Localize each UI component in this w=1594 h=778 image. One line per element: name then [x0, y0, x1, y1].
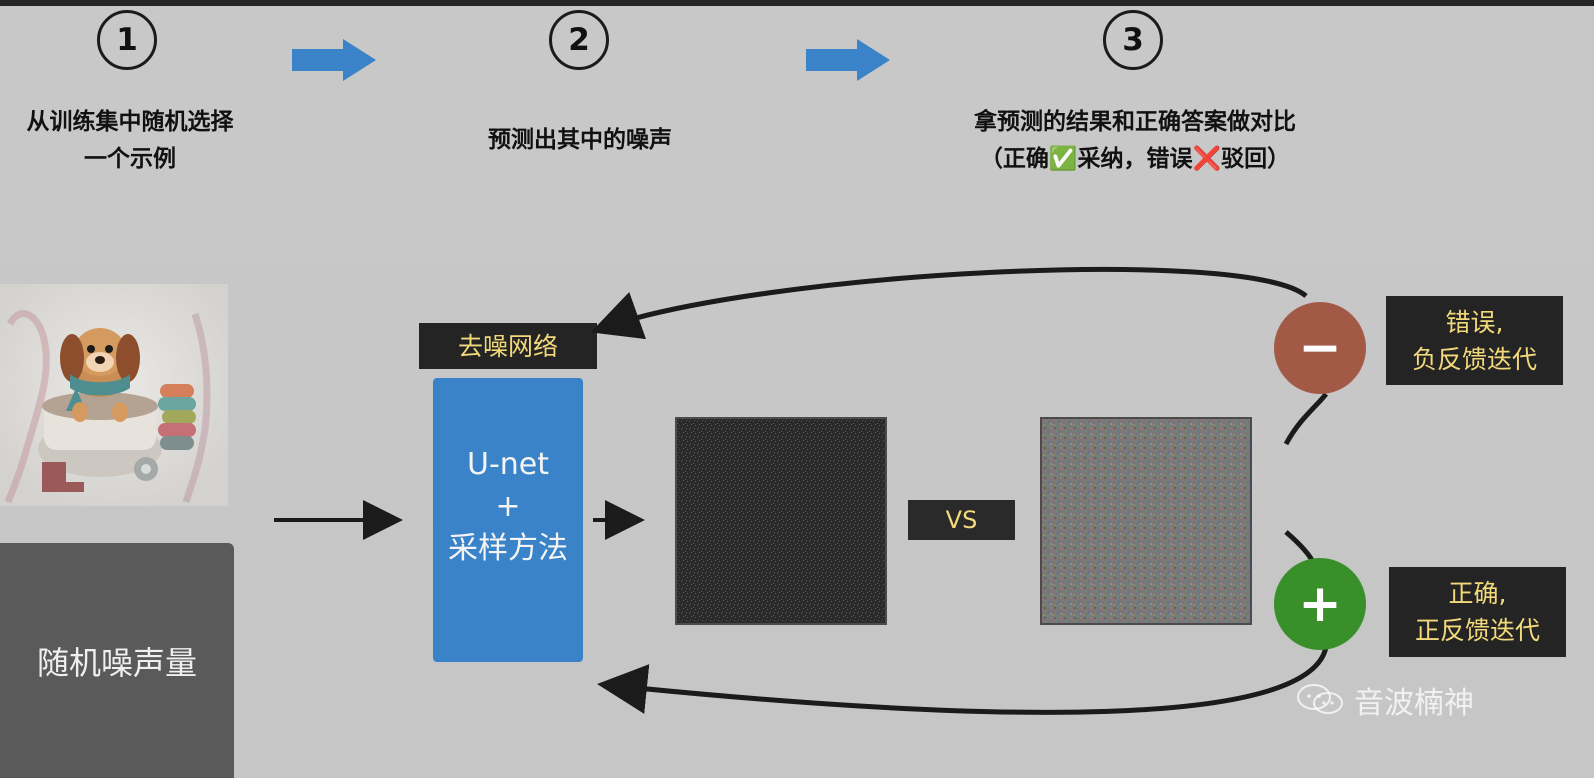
noise-amount-box: 随机噪声量	[0, 543, 234, 778]
predicted-noise-image	[675, 417, 887, 625]
step-1-text: 从训练集中随机选择 一个示例	[10, 104, 250, 178]
vs-label: VS	[908, 500, 1015, 540]
vs-text: VS	[945, 506, 978, 534]
step-2-circle: 2	[549, 10, 609, 70]
network-title-label: 去噪网络	[419, 323, 597, 369]
positive-feedback-arrow	[597, 646, 1329, 715]
step-2-number: 2	[568, 22, 590, 58]
positive-symbol: +	[1298, 574, 1342, 634]
positive-feedback-label: 正确, 正反馈迭代	[1389, 567, 1566, 657]
step-3-text: 拿预测的结果和正确答案做对比 （正确✅采纳，错误❌驳回）	[940, 104, 1330, 178]
negative-feedback-circle: −	[1274, 302, 1366, 394]
positive-line-2: 正反馈迭代	[1414, 616, 1540, 645]
wechat-icon	[1297, 684, 1343, 714]
watermark-text: 音波楠神	[1354, 686, 1474, 721]
step-2-line-1: 预测出其中的噪声	[488, 127, 672, 153]
noise-pattern-color	[1042, 419, 1250, 623]
step-1-circle: 1	[97, 10, 157, 70]
step-1-line-1: 从训练集中随机选择	[26, 109, 234, 135]
unet-line-1: U-net	[466, 447, 550, 482]
negative-symbol: −	[1298, 318, 1342, 378]
dog-illustration	[0, 284, 228, 506]
noise-amount-label: 随机噪声量	[36, 643, 197, 682]
negative-branch-line	[1283, 392, 1329, 446]
network-title: 去噪网络	[457, 331, 558, 361]
negative-feedback-arrow	[590, 266, 1308, 340]
positive-feedback-circle: +	[1274, 558, 1366, 650]
step-1-line-2: 一个示例	[84, 146, 176, 172]
right-arrow-icon	[806, 39, 890, 81]
step-3-line-1: 拿预测的结果和正确答案做对比	[974, 109, 1296, 135]
positive-line-1: 正确,	[1448, 579, 1507, 608]
unet-line-3: 采样方法	[448, 531, 568, 566]
step-3-circle: 3	[1103, 10, 1163, 70]
step-3-line-2: （正确✅采纳，错误❌驳回）	[979, 146, 1291, 172]
negative-line-1: 错误,	[1445, 307, 1504, 337]
target-noise-image	[1040, 417, 1252, 625]
step-1-number: 1	[116, 22, 138, 58]
negative-line-2: 负反馈迭代	[1411, 344, 1537, 374]
top-bar	[0, 0, 1594, 6]
step-2-text: 预测出其中的噪声	[460, 122, 700, 159]
dog-illustration-icon	[0, 284, 228, 506]
unet-line-2: +	[495, 489, 521, 524]
step-3-number: 3	[1122, 22, 1144, 58]
noise-pattern-dark	[677, 419, 885, 623]
watermark: 音波楠神	[1294, 680, 1524, 721]
unet-box: U-net + 采样方法	[433, 378, 583, 662]
right-arrow-icon	[292, 39, 376, 81]
negative-feedback-label: 错误, 负反馈迭代	[1386, 296, 1563, 385]
